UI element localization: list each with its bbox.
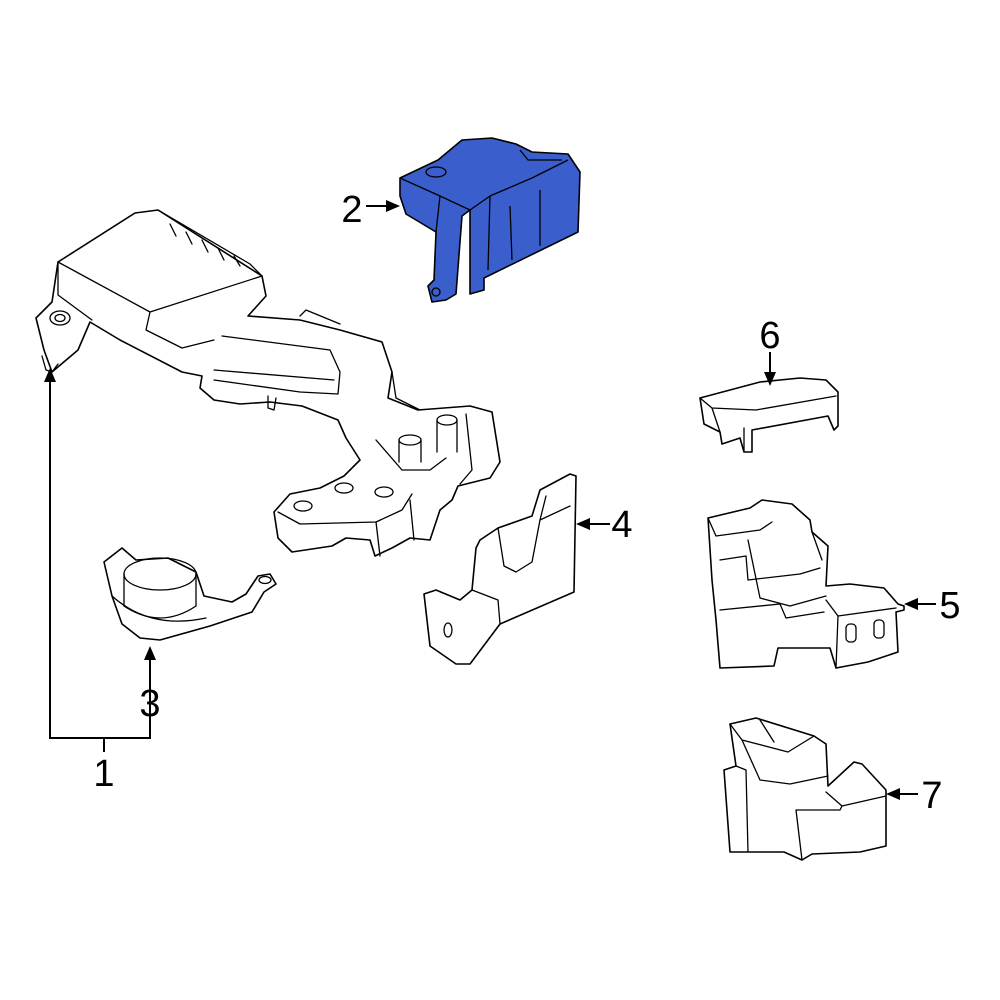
callout-labels: 1 2 3 4 5 6 7 (93, 189, 960, 817)
arrowhead-7 (886, 788, 900, 800)
callout-1: 1 (93, 753, 114, 795)
callout-leaders (44, 200, 936, 800)
part-3-round-component[interactable] (103, 547, 277, 641)
arrowhead-4 (576, 518, 590, 530)
arrowhead-1 (44, 368, 56, 382)
arrowhead-2 (386, 200, 400, 212)
arrowhead-5 (904, 598, 918, 610)
leader-1 (49, 382, 151, 739)
callout-2: 2 (341, 189, 362, 231)
callout-3: 3 (139, 683, 160, 725)
part-1-relay-box-assembly[interactable] (35, 209, 501, 557)
part-5-relay-block[interactable] (707, 499, 905, 669)
part-7-bracket-block[interactable] (723, 717, 887, 861)
arrowhead-3 (144, 646, 156, 660)
part-2-cover-highlighted[interactable] (399, 137, 581, 303)
part-4-bracket[interactable] (423, 473, 577, 665)
callout-7: 7 (921, 775, 942, 817)
arrowhead-6 (764, 372, 776, 386)
callout-4: 4 (611, 504, 632, 546)
part-6-small-cover[interactable] (699, 377, 839, 453)
callout-6: 6 (759, 315, 780, 357)
callout-5: 5 (939, 585, 960, 627)
